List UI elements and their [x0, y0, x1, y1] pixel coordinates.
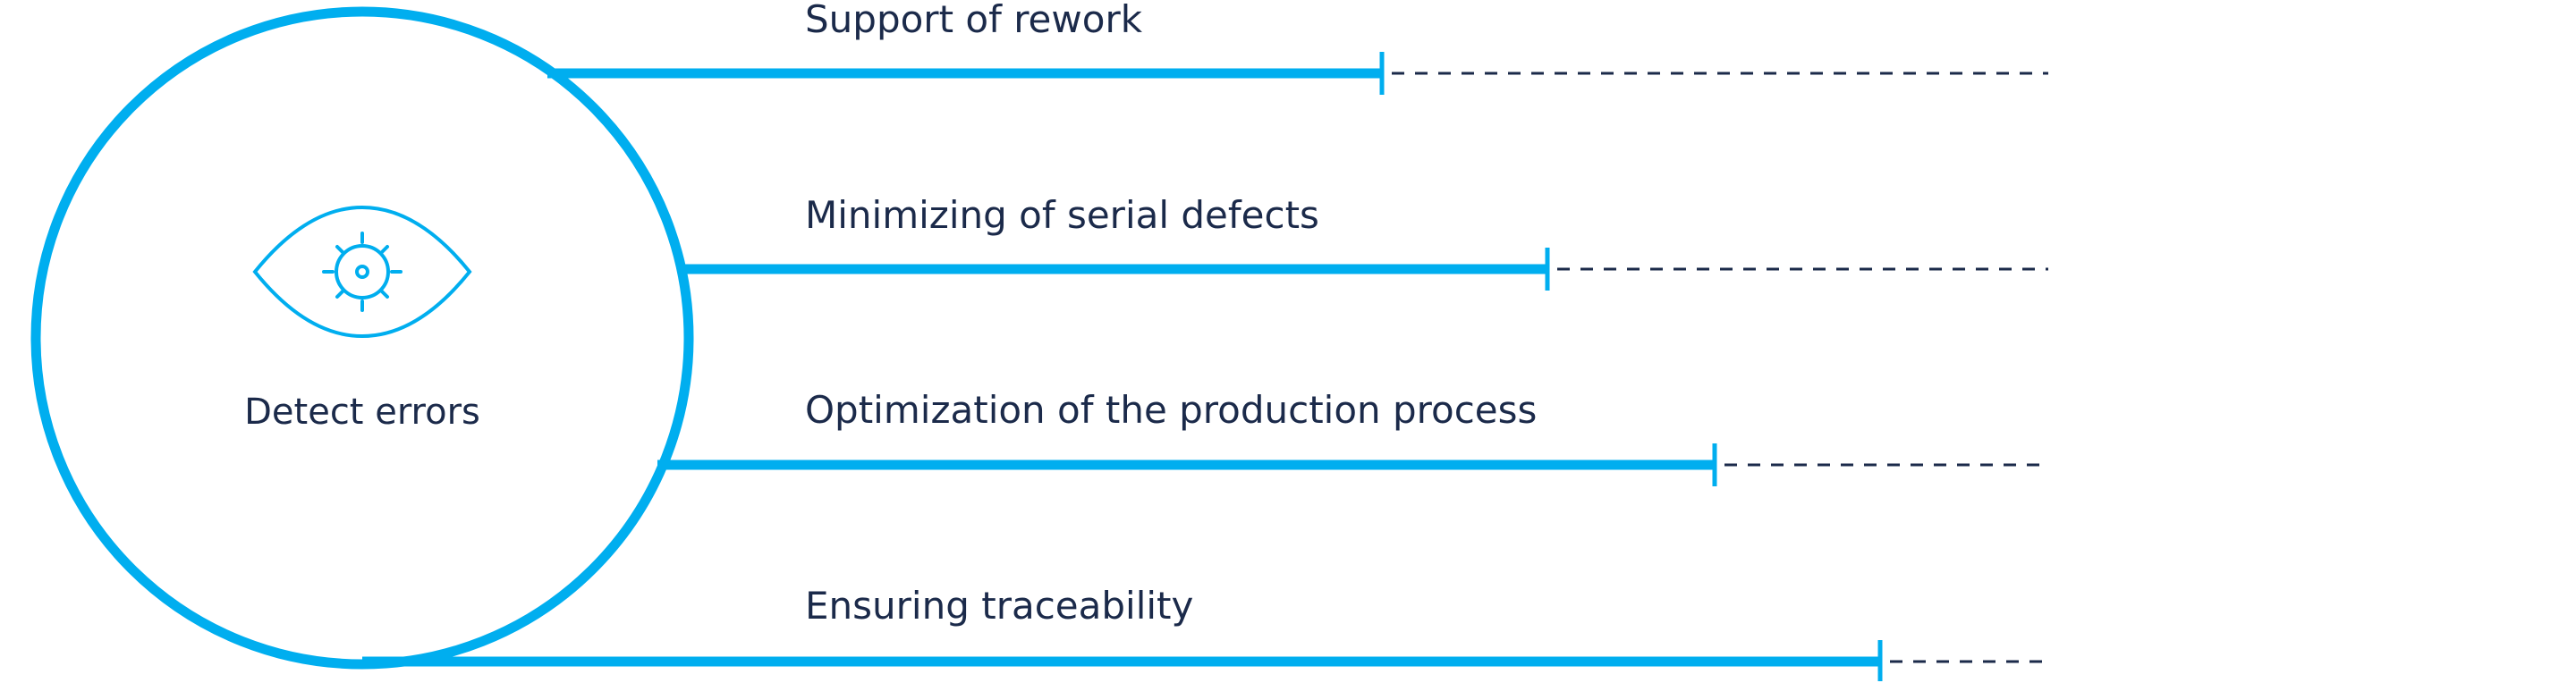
benefit-row: Support of rework — [547, 0, 2048, 95]
benefit-row: Ensuring traceability — [362, 584, 2048, 681]
benefit-label: Support of rework — [805, 0, 1143, 41]
eye-gear-icon — [252, 205, 472, 339]
benefit-label: Optimization of the production process — [805, 388, 1537, 432]
benefit-row: Optimization of the production process — [657, 388, 2048, 486]
benefit-label: Ensuring traceability — [805, 584, 1193, 628]
benefit-label: Minimizing of serial defects — [805, 193, 1319, 237]
benefit-row: Minimizing of serial defects — [680, 193, 2048, 291]
center-label: Detect errors — [244, 392, 480, 433]
